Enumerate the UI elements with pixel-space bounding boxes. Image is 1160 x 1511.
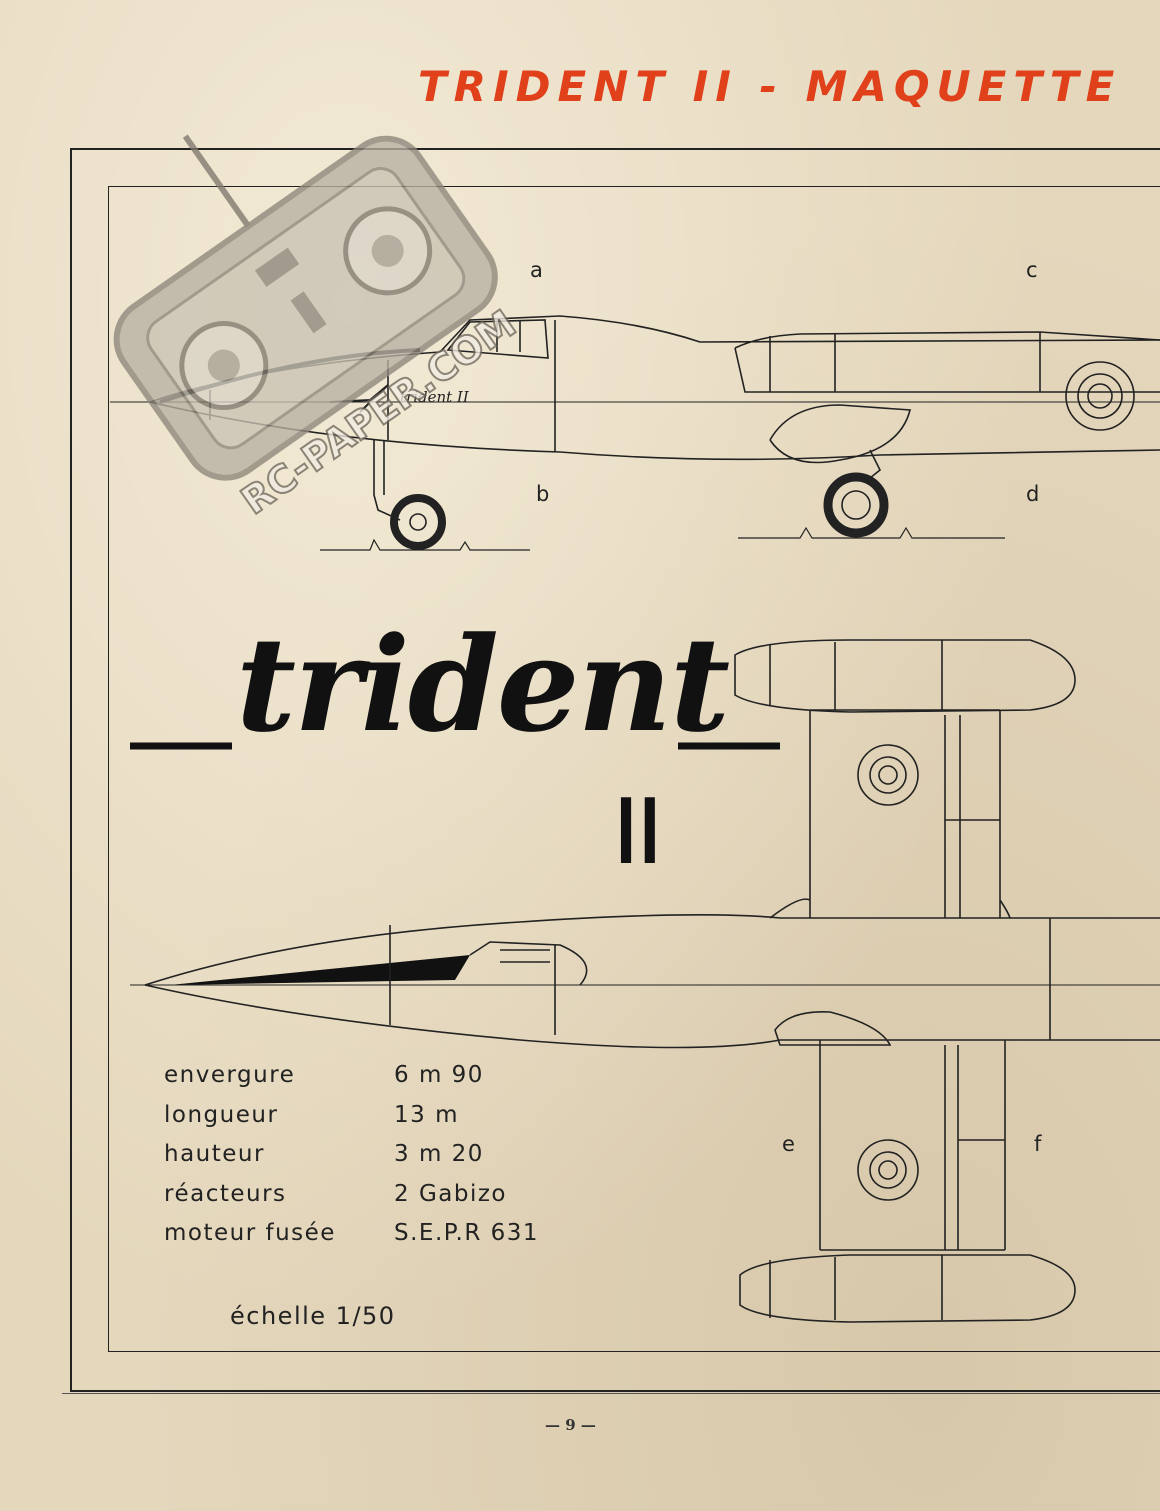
spec-value: 13 m xyxy=(394,1101,459,1128)
spec-row: envergure 6 m 90 xyxy=(164,1062,604,1102)
rc-paper-watermark-logo: RC-PAPER.COM xyxy=(113,134,520,520)
fuselage-marking: trident II xyxy=(400,388,469,406)
spec-value: 6 m 90 xyxy=(394,1062,484,1088)
spec-value: 2 Gabizo xyxy=(394,1180,507,1207)
top-view-drawing xyxy=(130,639,1160,1323)
spec-name: longueur xyxy=(164,1101,279,1128)
specifications-list: envergure 6 m 90 longueur 13 m hauteur 3… xyxy=(164,1062,604,1260)
spec-name: hauteur xyxy=(164,1141,265,1167)
spec-row: réacteurs 2 Gabizo xyxy=(164,1181,604,1221)
spec-name: réacteurs xyxy=(164,1180,287,1207)
outer-frame xyxy=(70,148,1160,1392)
spec-row: hauteur 3 m 20 xyxy=(164,1141,604,1181)
label-c: c xyxy=(1026,258,1038,282)
label-b: b xyxy=(536,482,550,506)
spec-name: envergure xyxy=(164,1062,296,1088)
label-d: d xyxy=(1026,482,1040,506)
spec-value: S.E.P.R 631 xyxy=(394,1220,540,1246)
label-a: a xyxy=(530,258,543,282)
page-title: TRIDENT II - MAQUETTE xyxy=(418,62,1122,111)
page-number: — 9 — xyxy=(545,1416,596,1434)
bottom-rule xyxy=(62,1393,1160,1394)
scale-label: échelle 1/50 xyxy=(230,1302,396,1330)
spec-value: 3 m 20 xyxy=(394,1141,484,1167)
spec-row: moteur fusée S.E.P.R 631 xyxy=(164,1220,604,1260)
brand-word: trident xyxy=(236,608,730,761)
inner-frame xyxy=(108,186,1160,1352)
brand-numeral: II xyxy=(616,780,664,885)
spec-row: longueur 13 m xyxy=(164,1102,604,1142)
label-e: e xyxy=(782,1132,795,1156)
spec-name: moteur fusée xyxy=(164,1220,336,1246)
label-f: f xyxy=(1034,1132,1042,1156)
